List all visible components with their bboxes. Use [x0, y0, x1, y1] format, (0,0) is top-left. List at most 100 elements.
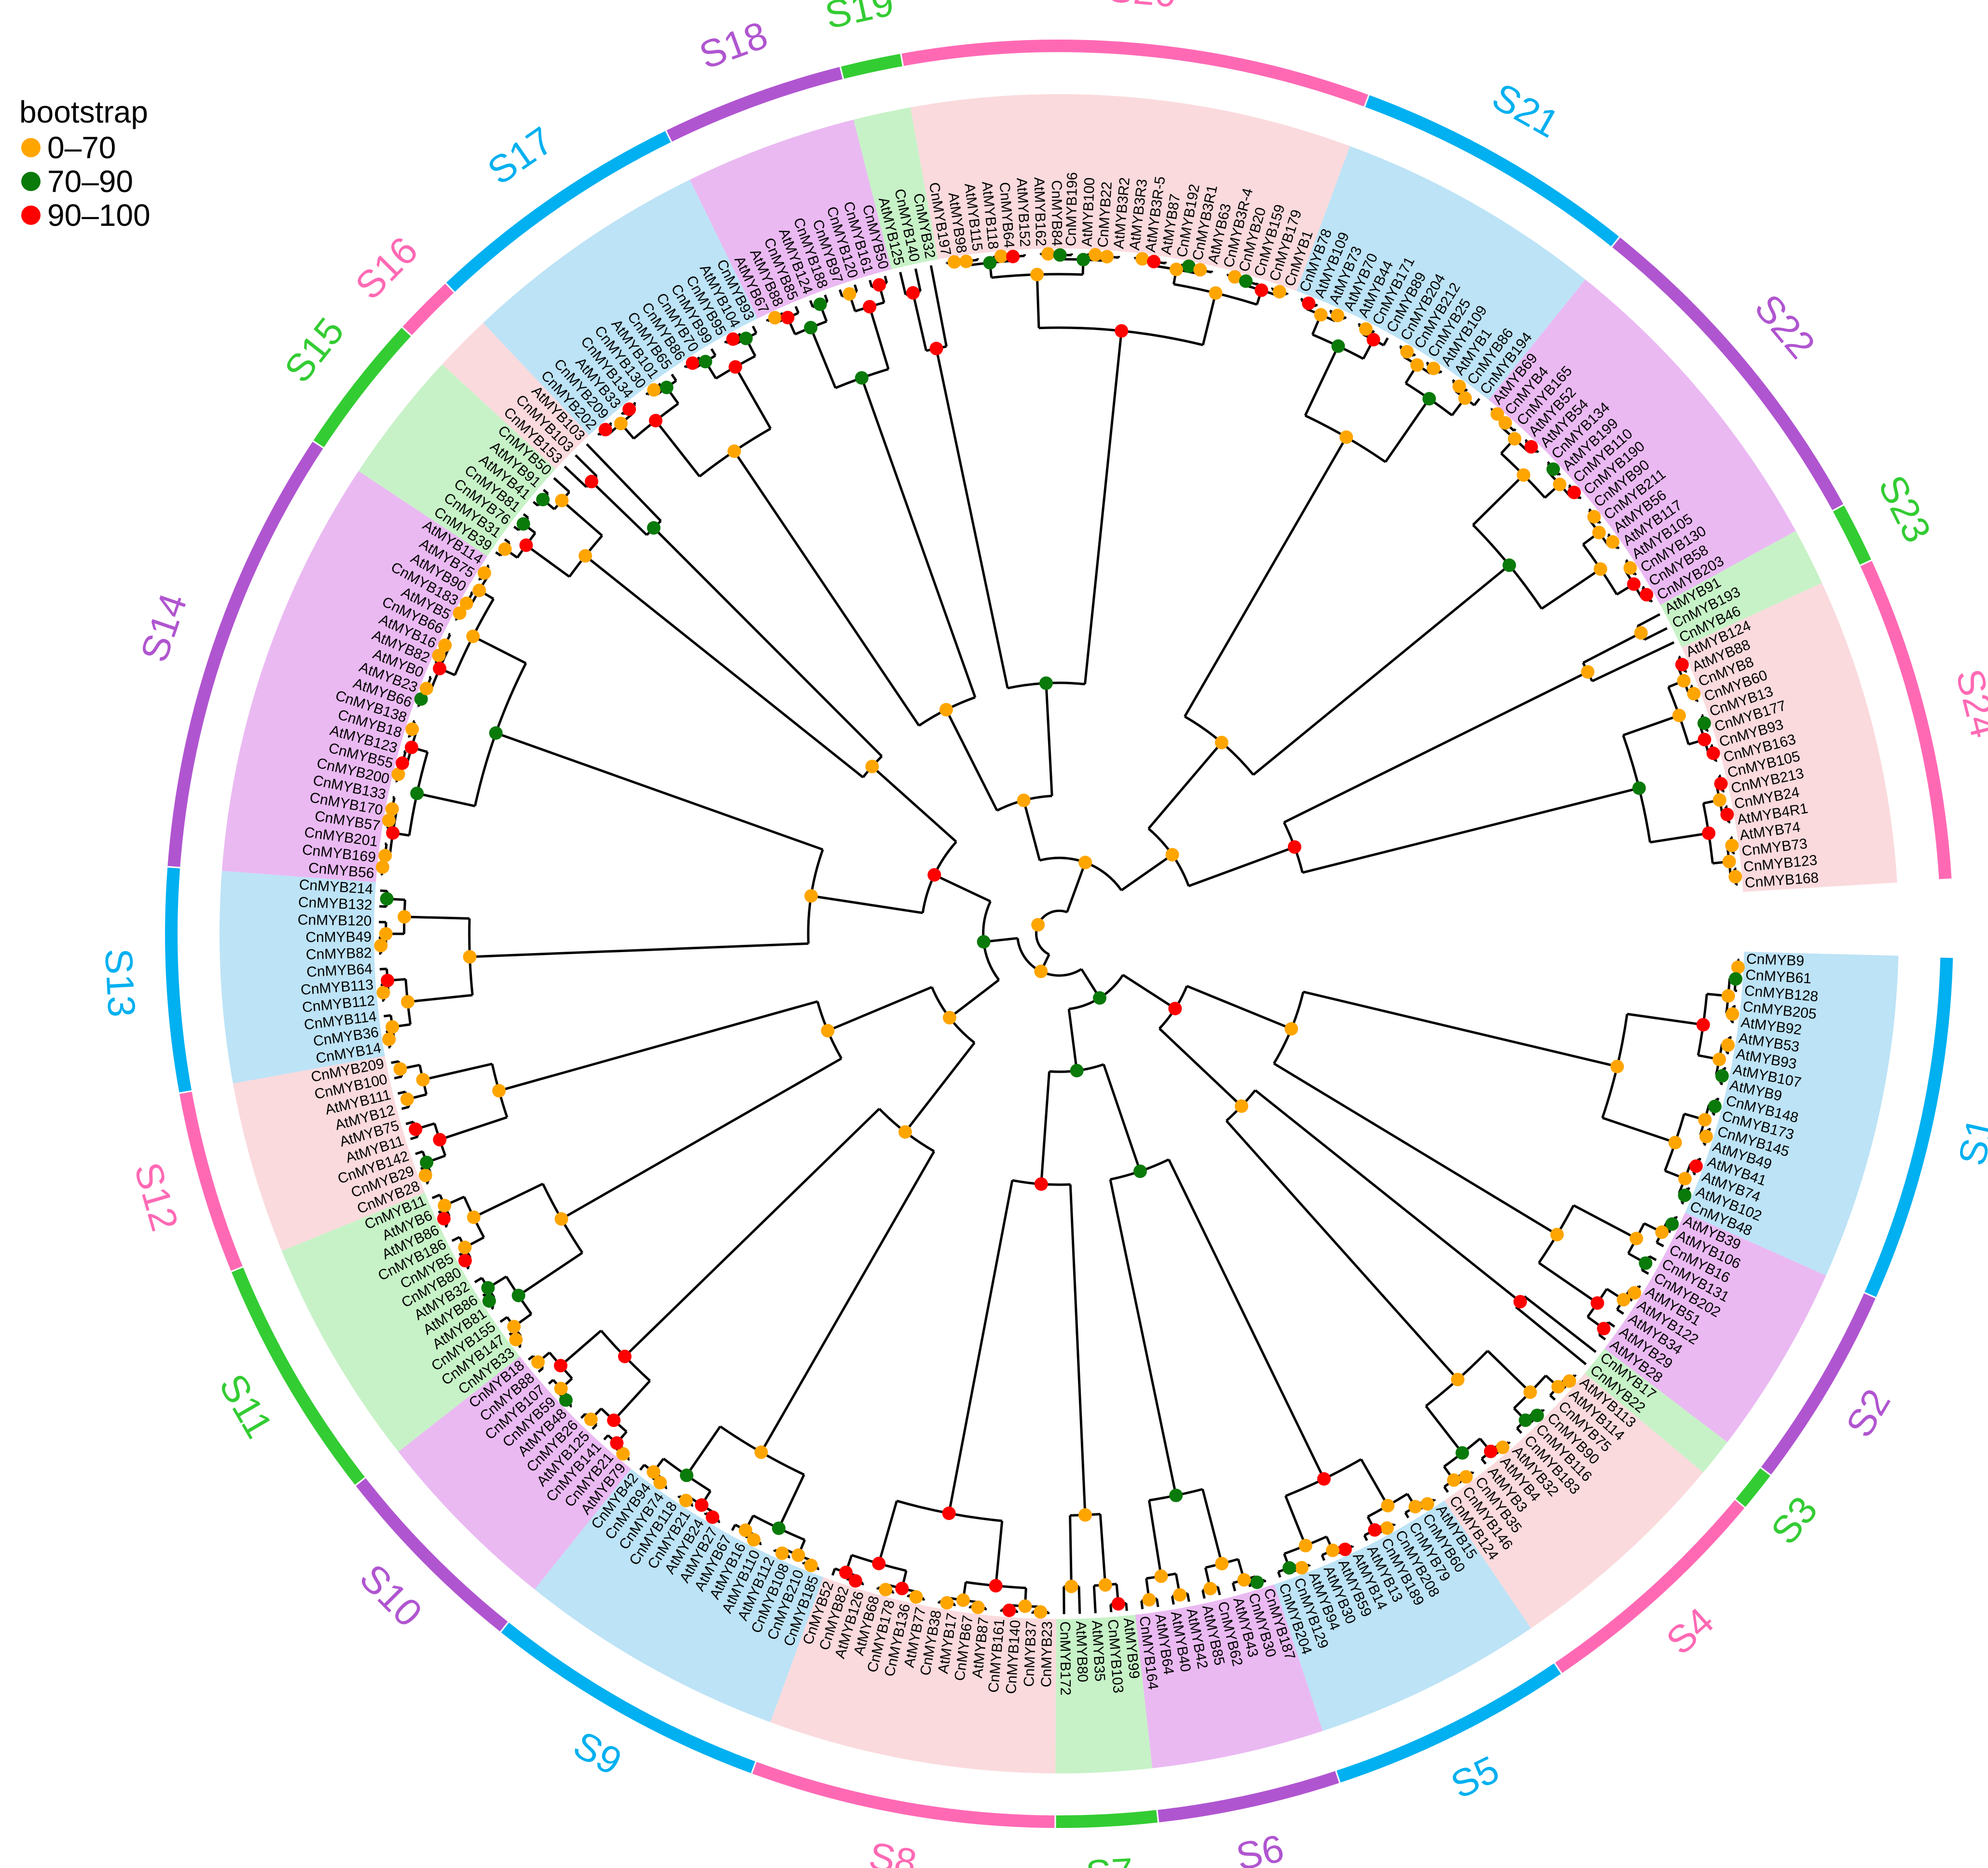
branch: [1102, 1064, 1142, 1172]
bootstrap-node: [1678, 1189, 1692, 1203]
branch: [1184, 436, 1348, 718]
bootstrap-node: [647, 521, 661, 535]
branch: [403, 750, 406, 753]
bootstrap-node: [1053, 248, 1067, 262]
bootstrap-node: [1524, 440, 1538, 454]
bootstrap-node: [584, 474, 598, 488]
bootstrap-node: [1455, 1446, 1469, 1460]
branch: [809, 300, 814, 308]
subfamily-label: S17: [480, 118, 561, 193]
bootstrap-node: [419, 681, 433, 695]
bootstrap-node: [898, 1125, 912, 1139]
subfamily-label: S14: [132, 588, 195, 667]
legend-title: bootstrap: [19, 95, 148, 129]
branch: [1067, 1009, 1078, 1071]
bootstrap-node: [1675, 658, 1689, 672]
bootstrap-node: [472, 583, 486, 597]
branch: [1637, 613, 1661, 627]
subfamily-label: S18: [694, 13, 773, 77]
subfamily-label: S5: [1444, 1747, 1505, 1807]
branch: [948, 1180, 1014, 1514]
branch: [431, 1193, 441, 1199]
bootstrap-node: [1317, 1472, 1331, 1486]
branch: [1650, 599, 1653, 603]
branch: [466, 1266, 470, 1270]
branch: [1733, 1005, 1736, 1008]
bootstrap-node: [519, 538, 533, 552]
branch: [397, 1090, 406, 1095]
bootstrap-node: [516, 517, 530, 531]
subfamily-background: [219, 871, 385, 1084]
bootstrap-node: [391, 767, 405, 781]
branch: [1616, 546, 1620, 550]
branch: [422, 1063, 493, 1081]
bootstrap-node: [940, 1596, 954, 1610]
branch: [1649, 1255, 1657, 1261]
subfamily-label: S4: [1658, 1599, 1722, 1663]
branch: [1558, 472, 1561, 476]
branch: [1598, 521, 1601, 524]
branch: [934, 873, 991, 903]
bootstrap-node: [1592, 526, 1606, 540]
gene-label: CnMYB82: [305, 945, 372, 963]
branch: [1035, 909, 1068, 956]
bootstrap-node: [393, 1062, 407, 1076]
subfamily-background: [1660, 531, 1822, 648]
bootstrap-node: [1381, 1499, 1395, 1513]
bootstrap-node: [1498, 416, 1512, 430]
bootstrap-node: [395, 756, 409, 770]
bootstrap-node: [1677, 674, 1691, 688]
bootstrap-node: [385, 802, 399, 816]
branch: [470, 591, 473, 595]
branch: [1273, 1062, 1558, 1236]
branch: [685, 1425, 721, 1476]
branch: [1393, 1523, 1396, 1526]
subfamily-background: [398, 1356, 631, 1590]
subfamily-ring-arc: [1158, 1771, 1339, 1823]
bootstrap-node: [839, 1565, 853, 1579]
branch: [1602, 1117, 1676, 1144]
bootstrap-node: [1668, 1135, 1682, 1149]
branch: [408, 735, 411, 738]
gene-label: CnMYB49: [305, 929, 372, 945]
branch: [1035, 274, 1040, 328]
bootstrap-node: [381, 973, 395, 987]
branch: [734, 366, 772, 429]
bootstrap-node: [1672, 708, 1686, 722]
branch: [553, 477, 570, 493]
subfamily-background: [1274, 1500, 1531, 1731]
gene-label: CnMYB23: [1038, 1621, 1055, 1688]
gene-label: AtMYB35: [1089, 1620, 1108, 1682]
bootstrap-node: [466, 629, 480, 643]
bootstrap-node: [1458, 391, 1472, 405]
branch: [777, 1474, 805, 1529]
branch: [1598, 1334, 1606, 1341]
subfamily-ring-arc: [1056, 1810, 1158, 1828]
bootstrap-node: [804, 889, 818, 903]
bootstrap-node: [1006, 249, 1020, 263]
branch: [586, 443, 662, 522]
branch: [1186, 1593, 1190, 1602]
bootstrap-node: [1030, 267, 1044, 281]
branch: [690, 1504, 694, 1507]
bootstrap-node: [376, 985, 390, 999]
bootstrap-node: [1193, 263, 1207, 277]
bootstrap-node: [404, 740, 418, 754]
subfamily-background: [221, 471, 488, 883]
bootstrap-node: [942, 1506, 956, 1520]
bootstrap-node: [1616, 1293, 1630, 1307]
branch: [677, 1495, 681, 1498]
branch: [1643, 627, 1668, 641]
bootstrap-node: [382, 814, 396, 828]
branch: [854, 284, 858, 292]
bootstrap-node: [929, 342, 943, 356]
branch: [1719, 774, 1722, 777]
subfamily-ring-arc: [1736, 1468, 1770, 1507]
branch: [884, 276, 888, 283]
branch: [564, 465, 587, 488]
branch: [1588, 508, 1592, 512]
bootstrap-node: [791, 1548, 805, 1562]
branch: [1399, 345, 1403, 348]
bootstrap-node: [729, 360, 742, 374]
